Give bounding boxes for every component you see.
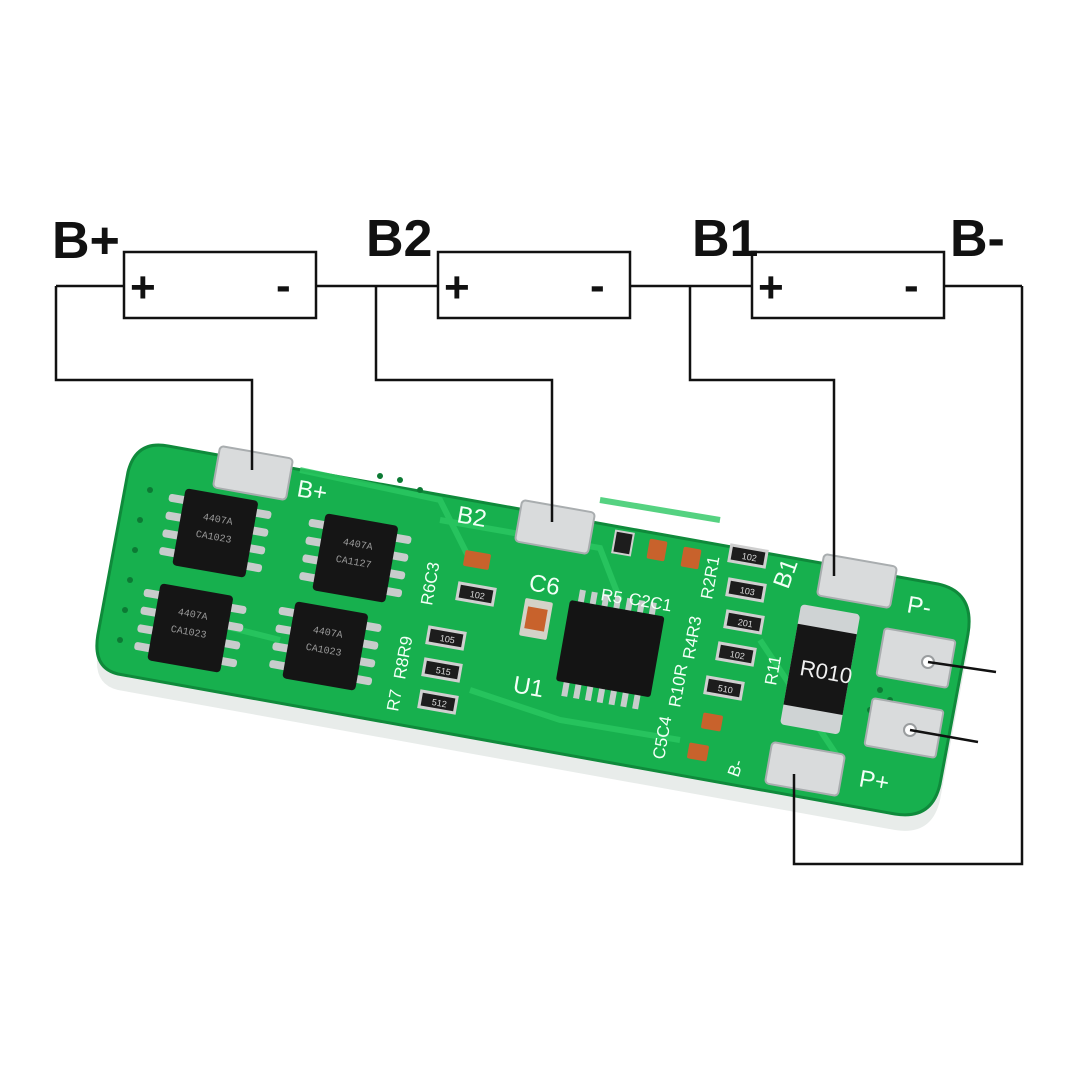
res-code-2: 103 <box>739 585 756 597</box>
pad-b2: B2 <box>455 499 596 555</box>
wire-b2-tap <box>374 286 554 522</box>
wire-b1-tap <box>688 286 836 576</box>
pcb-vias <box>117 473 893 713</box>
res-code-6: 102 <box>469 589 486 601</box>
wire-pminus-lead <box>927 660 997 674</box>
pad-pplus-label: P+ <box>857 765 891 797</box>
wiring <box>54 284 1024 866</box>
mosfet-q1: 4407A CA1023 <box>159 488 272 578</box>
wire-bminus-return <box>792 286 1024 866</box>
pad-pminus: P- <box>875 591 957 689</box>
pad-bminus-label: B- <box>724 757 748 779</box>
cell-1-negative: - <box>276 261 291 310</box>
cell-3-positive: + <box>758 263 784 312</box>
smd-resistors: 102 103 201 102 510 102 <box>417 529 769 715</box>
cell-2-negative: - <box>590 261 605 310</box>
mosfet-q2-marking: 4407A <box>342 538 373 554</box>
res-code-8: 515 <box>435 665 452 677</box>
wire-bplus-tap <box>54 286 254 470</box>
node-label-b2: B2 <box>366 210 432 268</box>
mosfet-q4: 4407A CA1023 <box>269 601 382 691</box>
node-label-bplus: B+ <box>52 212 120 270</box>
mosfet-q3-marking: 4407A <box>177 608 208 624</box>
silkscreen-designators: R6C3 R5 C2C1 R2R1 R8R9 R7 R4R3 R10R C5C4… <box>383 555 785 761</box>
res-code-3: 201 <box>737 617 754 629</box>
res-code-5: 510 <box>717 683 734 695</box>
node-label-bminus: B- <box>950 210 1005 268</box>
pad-pminus-label: P- <box>905 591 933 622</box>
label-r5: R5 <box>599 585 624 607</box>
cell-3-negative: - <box>904 261 919 310</box>
pad-pplus: P+ <box>857 697 945 797</box>
pad-bplus: B+ <box>212 445 329 507</box>
capacitors-small <box>463 538 723 762</box>
battery-cell-3: + - <box>750 250 946 320</box>
cell-2-positive: + <box>444 263 470 312</box>
mosfet-q4-marking: 4407A <box>312 626 343 642</box>
label-c6: C6 <box>527 569 562 601</box>
shunt-resistor: R010 <box>780 604 860 735</box>
wire-pplus-lead <box>909 728 979 744</box>
res-code-4: 102 <box>729 649 746 661</box>
res-code-7: 105 <box>439 633 456 645</box>
pad-b2-label: B2 <box>455 501 489 533</box>
label-r7: R7 <box>383 688 405 713</box>
mosfet-q1-marking: 4407A <box>202 513 233 529</box>
node-label-b1: B1 <box>692 210 758 268</box>
pcb-board: B+ B2 B1 B- P- P+ <box>95 443 971 831</box>
res-code-1: 102 <box>741 551 758 563</box>
label-r11: R11 <box>761 654 785 687</box>
controller-ic-u1 <box>556 589 665 710</box>
pad-bplus-label: B+ <box>295 475 329 507</box>
battery-cell-2: + - <box>436 250 632 320</box>
battery-cell-1: + - <box>122 250 318 320</box>
pad-bminus: B- <box>724 741 846 797</box>
res-code-9: 512 <box>431 697 448 709</box>
mosfet-q2: 4407A CA1127 <box>299 513 412 603</box>
cell-1-positive: + <box>130 263 156 312</box>
mosfet-q3: 4407A CA1023 <box>134 583 247 673</box>
capacitor-c6: C6 <box>519 569 562 640</box>
label-u1: U1 <box>511 671 546 703</box>
